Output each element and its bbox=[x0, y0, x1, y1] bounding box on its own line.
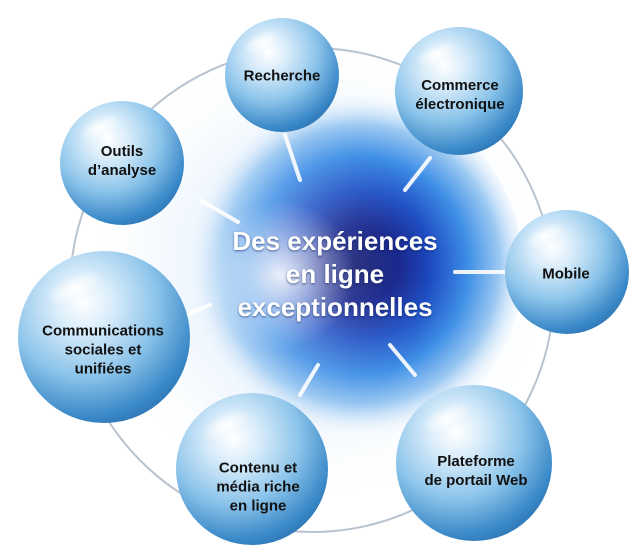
node-label-communications[interactable]: Communications sociales et unifiées bbox=[42, 322, 164, 379]
light-rays bbox=[183, 133, 507, 397]
sphere-contenu[interactable] bbox=[176, 393, 328, 545]
ray-recherche bbox=[283, 133, 302, 182]
node-label-line: de portail Web bbox=[424, 472, 528, 489]
node-label-line: en ligne bbox=[229, 497, 287, 515]
node-label-line: Mobile bbox=[542, 265, 590, 283]
node-label-mobile[interactable]: Mobile bbox=[542, 265, 590, 284]
eye-highlight bbox=[125, 122, 425, 422]
node-label-recherche[interactable]: Recherche bbox=[244, 67, 321, 86]
node-label-outils[interactable]: Outils d’analyse bbox=[88, 142, 156, 180]
node-label-commerce[interactable]: Commerce électronique bbox=[415, 76, 504, 114]
center-title-line: en ligne bbox=[285, 259, 385, 289]
node-label-line: sociales et bbox=[64, 341, 142, 359]
ray-communications bbox=[183, 303, 212, 317]
sphere-outils[interactable] bbox=[60, 101, 184, 225]
ray-commerce bbox=[403, 156, 432, 192]
ray-outils bbox=[198, 198, 240, 224]
node-label-plateforme[interactable]: Plateforme de portail Web bbox=[424, 452, 527, 490]
node-label-line: Contenu et bbox=[218, 459, 298, 477]
node-label-line: média riche bbox=[216, 478, 300, 496]
sphere-recherche[interactable] bbox=[225, 18, 339, 132]
center-title: Des expériences en ligne exceptionnelles bbox=[195, 225, 475, 324]
node-label-line: Recherche bbox=[243, 67, 321, 85]
node-label-line: d’analyse bbox=[87, 162, 157, 179]
node-label-contenu[interactable]: Contenu et média riche en ligne bbox=[216, 459, 299, 516]
sphere-commerce[interactable] bbox=[395, 27, 523, 155]
sphere-mobile[interactable] bbox=[505, 210, 629, 334]
node-label-line: électronique bbox=[415, 96, 505, 113]
node-label-line: unifiées bbox=[74, 360, 132, 378]
node-label-line: Plateforme bbox=[437, 453, 515, 470]
center-title-line: exceptionnelles bbox=[237, 292, 433, 322]
ray-contenu bbox=[298, 363, 320, 397]
node-label-line: Communications bbox=[42, 322, 164, 340]
ray-plateforme bbox=[388, 343, 417, 377]
node-label-line: Commerce bbox=[421, 77, 499, 94]
center-title-line: Des expériences bbox=[232, 226, 438, 256]
sphere-plateforme[interactable] bbox=[396, 385, 552, 541]
sphere-communications[interactable] bbox=[18, 251, 190, 423]
node-label-line: Outils bbox=[100, 143, 144, 160]
